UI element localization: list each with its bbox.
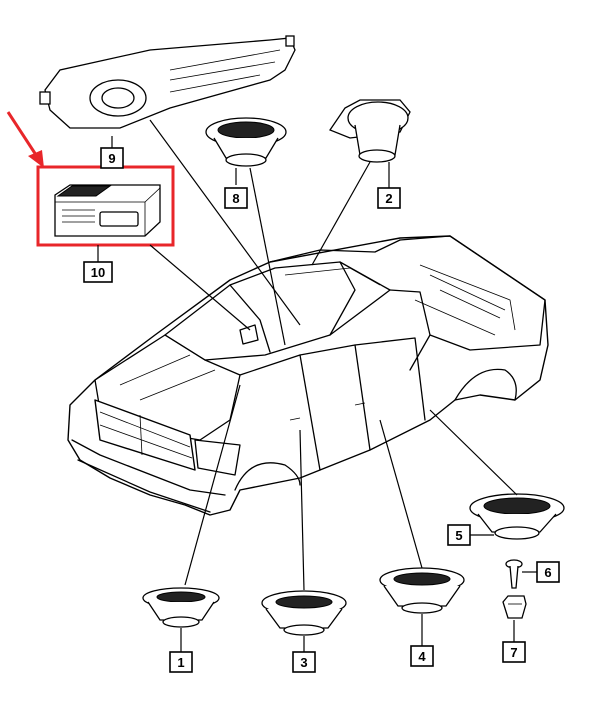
part-3-speaker[interactable] (261, 590, 347, 636)
callout-3: 3 (292, 651, 316, 673)
part-7-clip[interactable] (502, 595, 527, 619)
callout-8: 8 (224, 187, 248, 209)
callout-6: 6 (536, 561, 560, 583)
svg-text:3: 3 (300, 655, 307, 670)
part-8-speaker[interactable] (205, 117, 287, 167)
svg-text:1: 1 (177, 655, 184, 670)
part-6-screw[interactable] (505, 559, 523, 589)
callout-4: 4 (410, 645, 434, 667)
part-4-speaker[interactable] (379, 567, 465, 614)
part-1-speaker[interactable] (142, 587, 220, 628)
svg-text:8: 8 (232, 191, 239, 206)
svg-text:2: 2 (385, 191, 392, 206)
svg-text:6: 6 (544, 565, 551, 580)
callout-5: 5 (447, 524, 471, 546)
callout-1: 1 (169, 651, 193, 673)
callout-7: 7 (502, 641, 526, 663)
callout-10: 10 (83, 261, 113, 283)
svg-text:4: 4 (418, 649, 426, 664)
part-5-speaker[interactable] (469, 493, 565, 540)
part-10-amplifier[interactable] (54, 184, 161, 237)
leader-lines (97, 119, 537, 652)
callout-9: 9 (100, 147, 124, 169)
svg-text:9: 9 (108, 151, 115, 166)
pickup-truck-illustration (67, 235, 549, 516)
svg-text:5: 5 (455, 528, 462, 543)
svg-text:10: 10 (91, 265, 105, 280)
highlight-arrow (6, 111, 44, 168)
part-9-subwoofer-enclosure[interactable] (39, 35, 296, 129)
part-2-speaker[interactable] (329, 99, 411, 163)
callout-2: 2 (377, 187, 401, 209)
svg-text:7: 7 (510, 645, 517, 660)
